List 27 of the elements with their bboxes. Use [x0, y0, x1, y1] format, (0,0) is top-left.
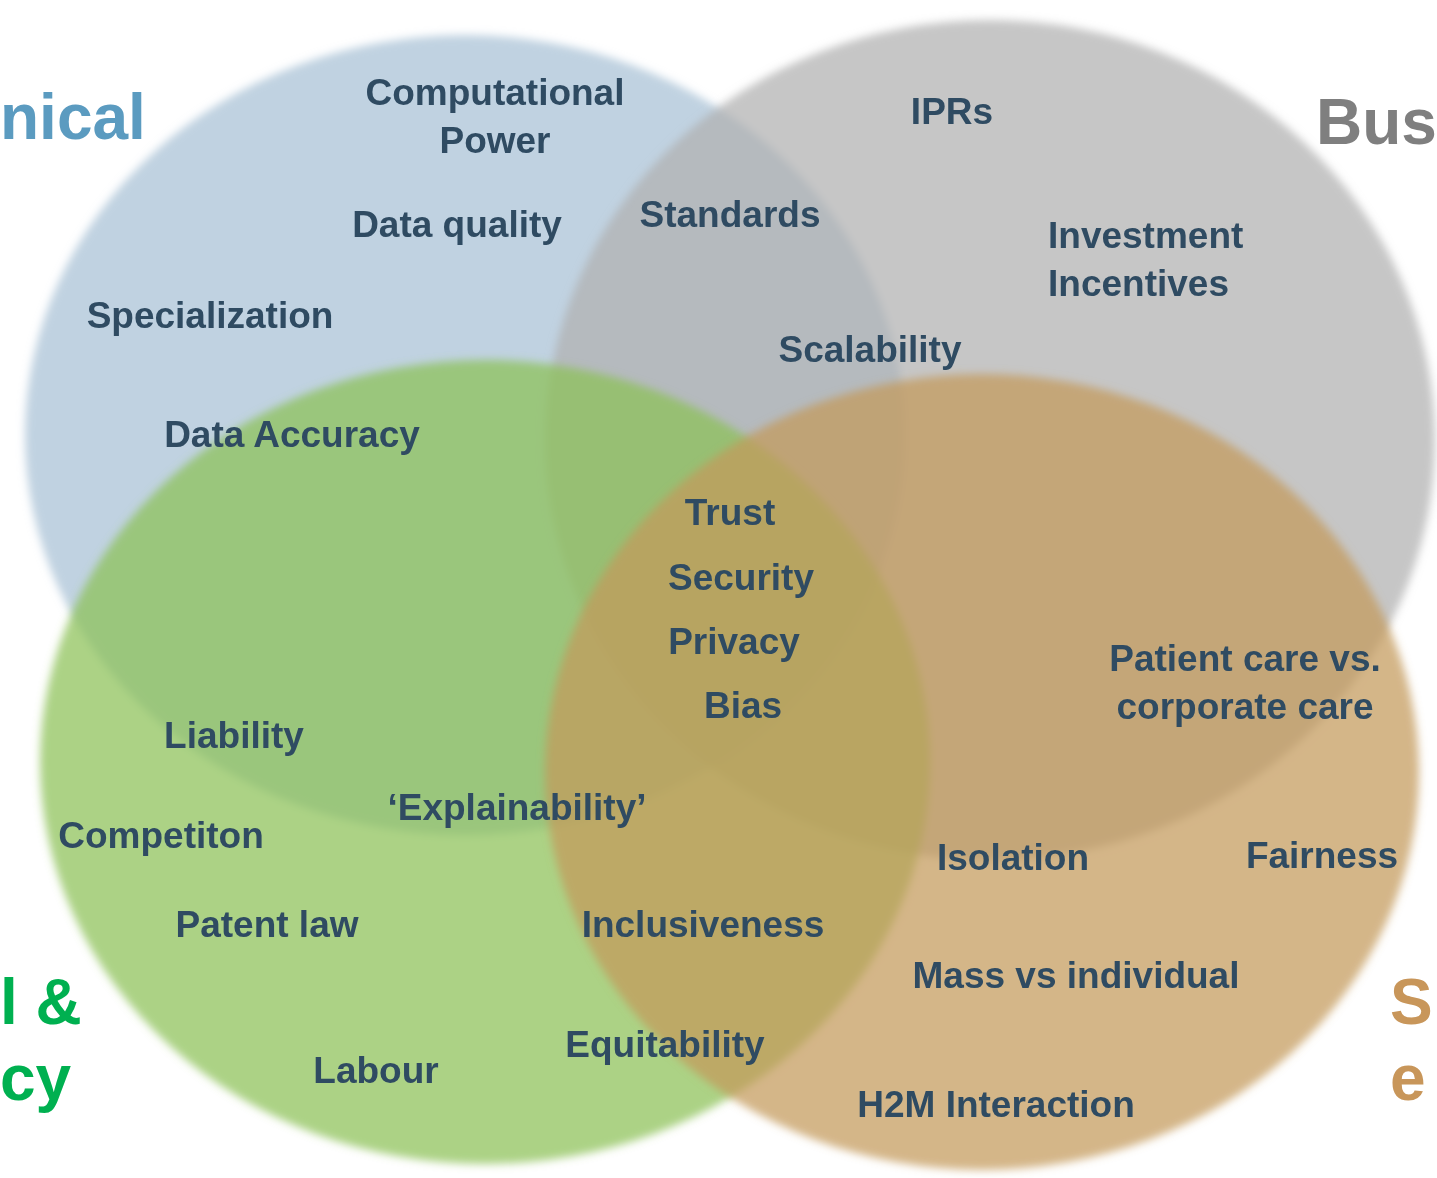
- category-title: nical: [0, 80, 146, 155]
- topic-label: Specialization: [86, 294, 334, 338]
- topic-label: Fairness: [1245, 834, 1399, 878]
- topic-label: Data quality: [352, 203, 562, 247]
- topic-label: IPRs: [910, 90, 994, 134]
- topic-label: Patient care vs. corporate care: [1108, 637, 1382, 729]
- category-title: Bus: [1316, 85, 1437, 160]
- category-title: S e: [1390, 965, 1434, 1116]
- topic-label: Liability: [164, 714, 304, 758]
- topic-label: ‘Explainability’: [387, 786, 647, 830]
- topic-label: Inclusiveness: [581, 903, 825, 947]
- topic-label: Competiton: [58, 814, 264, 858]
- category-title: l & cy: [0, 965, 83, 1116]
- topic-label: Investment Incentives: [1048, 214, 1245, 306]
- topic-label: Equitability: [565, 1023, 765, 1067]
- topic-label: Mass vs individual: [912, 954, 1240, 998]
- topic-label: Privacy: [668, 620, 800, 664]
- topic-label: Isolation: [936, 836, 1090, 880]
- topic-label: Trust: [684, 491, 776, 535]
- topic-label: Patent law: [175, 903, 359, 947]
- topic-label: Computational Power: [364, 71, 626, 163]
- topic-label: Scalability: [778, 328, 962, 372]
- topic-label: Labour: [313, 1049, 439, 1093]
- topic-label: Bias: [703, 684, 783, 728]
- topic-label: Security: [668, 556, 814, 600]
- topic-label: Standards: [639, 193, 821, 237]
- topic-label: H2M Interaction: [857, 1083, 1135, 1127]
